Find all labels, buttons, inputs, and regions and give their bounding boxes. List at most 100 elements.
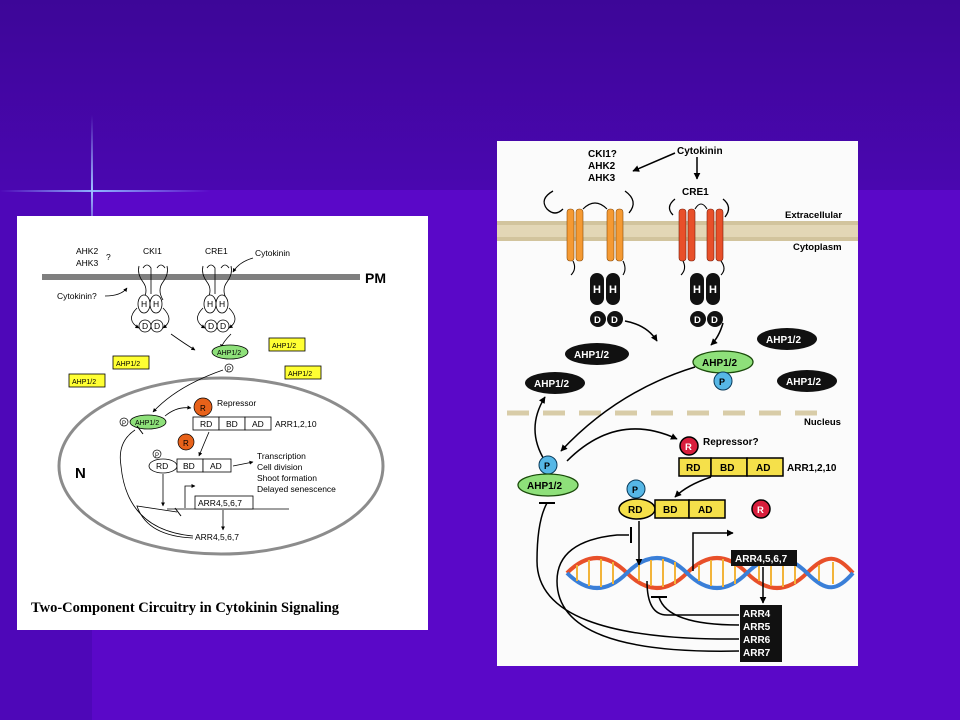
arr-protein: ARR5: [743, 622, 771, 633]
label-ahk3: AHK3: [588, 173, 616, 184]
arr-protein: ARR7: [743, 648, 771, 659]
plasma-membrane: [497, 221, 858, 241]
label-nucleus: Nucleus: [804, 417, 841, 428]
label-question: ?: [106, 252, 111, 262]
output-text: Transcription: [257, 451, 306, 461]
label-pm: PM: [365, 270, 386, 286]
domain-label: BD: [720, 463, 734, 474]
domain-label: BD: [183, 461, 195, 471]
p-label: P: [227, 367, 231, 373]
label-ahk2: AHK2: [76, 246, 98, 256]
ahp-black: [525, 372, 585, 394]
domain-label: AD: [756, 463, 770, 474]
ahp-label: AHP1/2: [702, 358, 737, 369]
p-label: P: [632, 485, 638, 495]
gene-arr4-5-6-7: [194, 495, 254, 510]
ahp-label: AHP1/2: [766, 335, 801, 346]
output-text: Delayed senescence: [257, 484, 336, 494]
domain-ad: [202, 458, 232, 473]
ahp-yellow-box: [284, 365, 322, 380]
ahp-green-cytoplasm: [211, 344, 249, 360]
ahp-yellow-box: [68, 373, 106, 388]
d-label: D: [594, 315, 601, 326]
left-diagram: AHK2 AHK3 ? CKI1 CRE1 Cytokinin PM H H D…: [31, 246, 386, 616]
h-label: H: [153, 299, 159, 309]
p-label: P: [544, 461, 550, 471]
r-label: R: [200, 404, 206, 413]
phospho-p: [119, 417, 129, 427]
p-label: P: [155, 453, 159, 459]
arr-protein-stack: [740, 605, 782, 662]
label-cytokinin: Cytokinin: [677, 146, 723, 157]
label-n: N: [75, 465, 86, 482]
ahp-black: [757, 328, 817, 350]
domain-label: RD: [686, 463, 700, 474]
domain-ad: [688, 499, 726, 519]
ahp-label: AHP1/2: [574, 350, 609, 361]
ahp-green-nucleus: [517, 473, 579, 497]
sparkle-vertical: [91, 115, 93, 245]
domain-label: AD: [210, 461, 222, 471]
ahp-black: [565, 343, 629, 365]
h-label: H: [593, 284, 601, 296]
d-domain: [707, 311, 723, 327]
h-domain: [215, 294, 229, 314]
ahp-yellow-box: [112, 355, 150, 370]
ahp-label: AHP1/2: [288, 371, 312, 378]
d-domain: [607, 311, 623, 327]
label-arr-gene: ARR4,5,6,7: [735, 554, 788, 565]
receptor-cre1: [202, 264, 232, 301]
d-label: D: [220, 321, 226, 331]
domain-label: BD: [663, 505, 677, 516]
output-text: Shoot formation: [257, 473, 317, 483]
label-cytokinin-question: Cytokinin?: [57, 291, 97, 301]
output-text: Cell division: [257, 462, 303, 472]
phospho-p: [224, 363, 234, 373]
arr-protein: ARR6: [743, 635, 771, 646]
label-cre1: CRE1: [682, 187, 709, 198]
repressor-r: [679, 436, 699, 456]
h-label: H: [709, 284, 717, 296]
domain-label: RD: [628, 505, 642, 516]
r-label: R: [685, 442, 692, 453]
domain-label: AD: [252, 419, 264, 429]
h-domain: [149, 294, 163, 314]
arr-protein: ARR4: [743, 609, 771, 620]
p-label: P: [719, 377, 725, 387]
ahp-label: AHP1/2: [116, 361, 140, 368]
right-diagram: CKI1? AHK2 AHK3 Cytokinin CRE1 Extracell…: [497, 146, 858, 662]
label-repressor: Repressor: [217, 398, 256, 408]
receptor-cre1: [668, 198, 730, 276]
domain-label: RD: [200, 419, 212, 429]
ahp-black: [777, 370, 837, 392]
d-label: D: [208, 321, 214, 331]
arrow-cytokinin: [232, 257, 254, 273]
label-cre1: CRE1: [205, 246, 228, 256]
ahp-label: AHP1/2: [217, 350, 241, 357]
label-arr1-2-10: ARR1,2,10: [275, 419, 317, 429]
domain-ad: [746, 457, 784, 477]
phospho-p: [152, 449, 162, 459]
ahp-yellow-box: [268, 337, 306, 352]
h-label: H: [609, 284, 617, 296]
d-label: D: [142, 321, 148, 331]
d-label: D: [711, 315, 718, 326]
d-label: D: [154, 321, 160, 331]
ahp-label: AHP1/2: [272, 343, 296, 350]
label-extracellular: Extracellular: [785, 210, 842, 221]
d-label: D: [611, 315, 618, 326]
domain-label: RD: [156, 461, 168, 471]
ahp-label: AHP1/2: [135, 420, 159, 427]
d-label: D: [694, 315, 701, 326]
h-label: H: [141, 299, 147, 309]
ahp-label: AHP1/2: [72, 379, 96, 386]
h-label: H: [219, 299, 225, 309]
receptor-cki1: [138, 264, 168, 301]
ahp-green-nucleus: [129, 414, 167, 430]
h-domain: [690, 273, 704, 305]
label-cki1: CKI1: [143, 246, 162, 256]
caption: Two-Component Circuitry in Cytokinin Sig…: [31, 600, 340, 616]
phospho-p: [626, 479, 646, 499]
label-arr-protein: ARR4,5,6,7: [195, 532, 239, 542]
left-diagram-panel: AHK2 AHK3 ? CKI1 CRE1 Cytokinin PM H H D…: [17, 216, 428, 630]
